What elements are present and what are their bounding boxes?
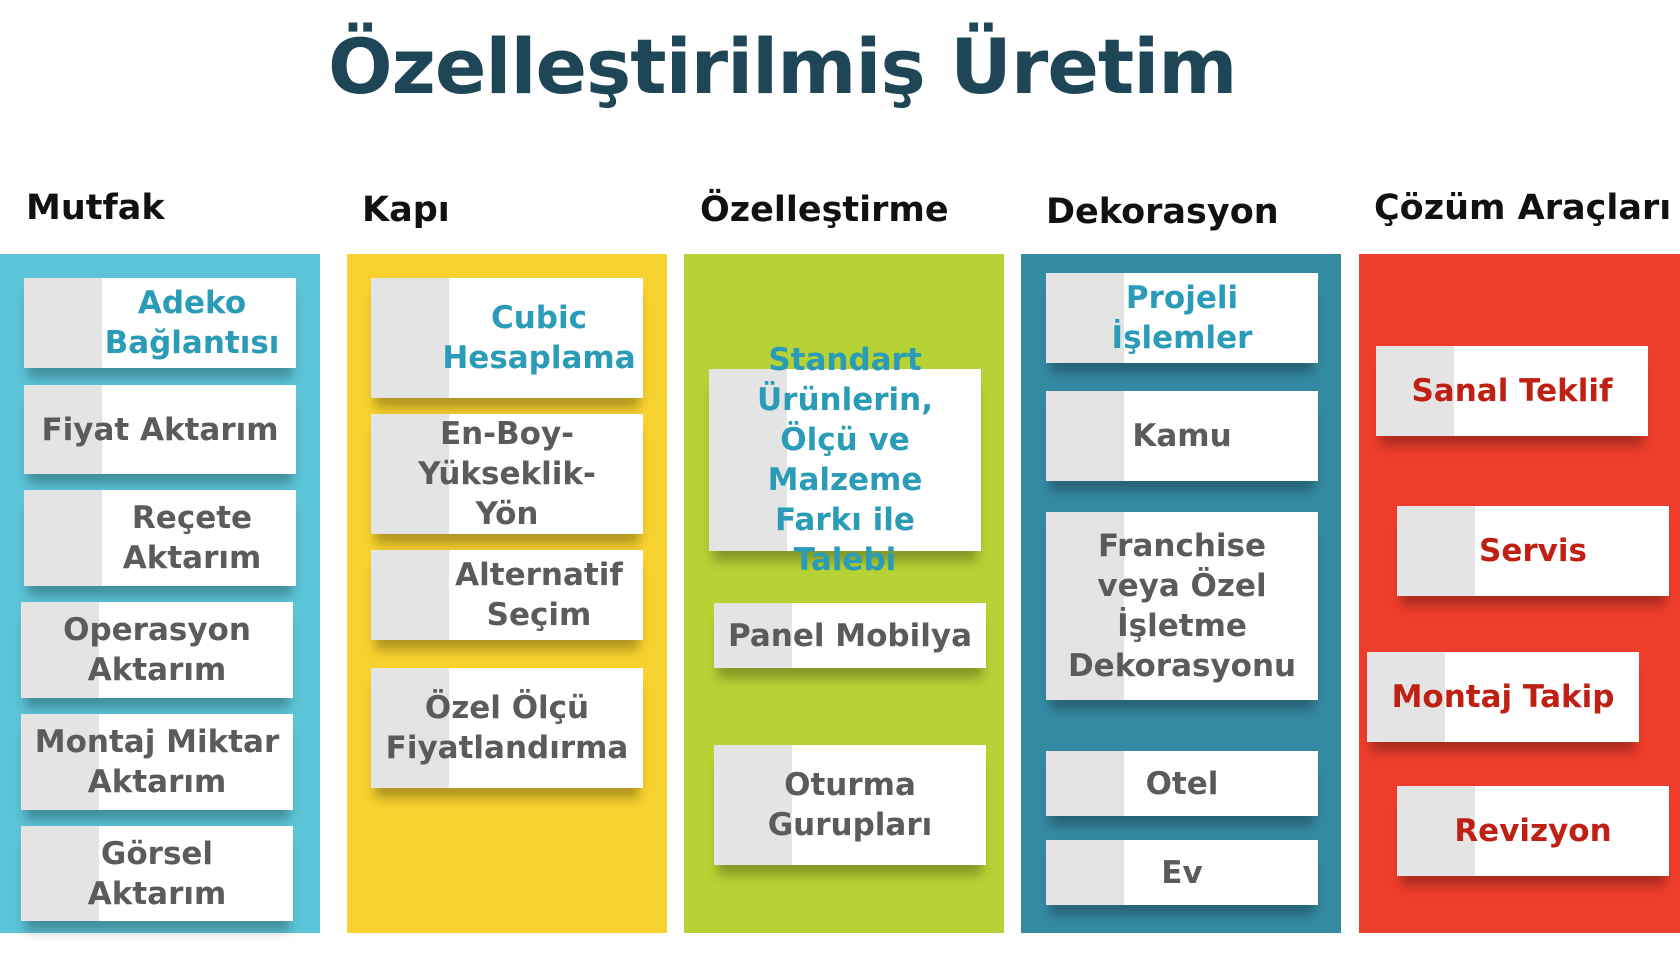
card-panel-mobilya[interactable]: Panel Mobilya bbox=[714, 603, 986, 668]
card-gorsel-aktarim[interactable]: Görsel Aktarım bbox=[21, 826, 293, 921]
card-franchise[interactable]: Franchise veya Özel İşletme Dekorasyonu bbox=[1046, 512, 1318, 700]
heading-kapi: Kapı bbox=[362, 190, 450, 230]
card-label: Alternatif Seçim bbox=[455, 557, 623, 633]
card-label: Görsel Aktarım bbox=[87, 835, 227, 912]
card-label: Revizyon bbox=[1454, 813, 1612, 849]
card-label: Özel Ölçü Fiyatlandırma bbox=[385, 690, 629, 766]
card-recete-aktarim[interactable]: Reçete Aktarım bbox=[24, 490, 296, 586]
card-en-boy-yukseklik-yon[interactable]: En-Boy-Yükseklik-Yön bbox=[371, 414, 643, 534]
card-label: Panel Mobilya bbox=[727, 617, 973, 654]
heading-ozellestirme: Özelleştirme bbox=[700, 190, 949, 230]
card-label: Otel bbox=[1145, 765, 1219, 802]
column-cozum-araclari: Sanal Teklif Servis Montaj Takip Revizyo… bbox=[1359, 254, 1680, 933]
card-label: Standart Ürünlerin, Ölçü ve Malzeme Fark… bbox=[756, 342, 933, 578]
card-label: Projeli İşlemler bbox=[1111, 280, 1253, 356]
heading-mutfak: Mutfak bbox=[26, 188, 165, 228]
card-sanal-teklif[interactable]: Sanal Teklif bbox=[1376, 346, 1648, 436]
card-montaj-takip[interactable]: Montaj Takip bbox=[1367, 652, 1639, 742]
card-label: En-Boy-Yükseklik-Yön bbox=[418, 416, 596, 532]
card-oturma-guruplari[interactable]: Oturma Gurupları bbox=[714, 745, 986, 865]
card-label: Montaj Takip bbox=[1391, 679, 1615, 715]
card-fiyat-aktarim[interactable]: Fiyat Aktarım bbox=[24, 385, 296, 474]
card-projeli-islemler[interactable]: Projeli İşlemler bbox=[1046, 273, 1318, 363]
column-kapi: Cubic Hesaplama En-Boy-Yükseklik-Yön Alt… bbox=[347, 254, 667, 933]
card-alternatif-secim[interactable]: Alternatif Seçim bbox=[371, 550, 643, 640]
card-label: Fiyat Aktarım bbox=[41, 411, 279, 448]
card-cubic-hesaplama[interactable]: Cubic Hesaplama bbox=[371, 278, 643, 398]
card-adeko-baglantisi[interactable]: Adeko Bağlantısı bbox=[24, 278, 296, 368]
card-label: Cubic Hesaplama bbox=[442, 300, 636, 376]
card-kamu[interactable]: Kamu bbox=[1046, 391, 1318, 481]
card-label: Servis bbox=[1479, 533, 1587, 569]
card-label: Adeko Bağlantısı bbox=[104, 285, 280, 361]
card-operasyon-aktarim[interactable]: Operasyon Aktarım bbox=[21, 602, 293, 698]
column-dekorasyon: Projeli İşlemler Kamu Franchise veya Öze… bbox=[1021, 254, 1341, 933]
card-label: Montaj Miktar Aktarım bbox=[34, 724, 280, 800]
column-ozellestirme: Standart Ürünlerin, Ölçü ve Malzeme Fark… bbox=[684, 254, 1004, 933]
heading-cozum-araclari: Çözüm Araçları bbox=[1374, 188, 1672, 228]
card-label: Oturma Gurupları bbox=[767, 767, 933, 843]
card-label: Reçete Aktarım bbox=[122, 500, 262, 576]
card-label: Kamu bbox=[1132, 418, 1232, 454]
card-revizyon[interactable]: Revizyon bbox=[1397, 786, 1669, 876]
page-title: Özelleştirilmiş Üretim bbox=[328, 22, 1237, 111]
column-mutfak: Adeko Bağlantısı Fiyat Aktarım Reçete Ak… bbox=[0, 254, 320, 933]
card-ozel-olcu-fiyatlandirma[interactable]: Özel Ölçü Fiyatlandırma bbox=[371, 668, 643, 788]
card-label: Operasyon Aktarım bbox=[63, 612, 251, 688]
heading-dekorasyon: Dekorasyon bbox=[1046, 192, 1279, 232]
card-label: Sanal Teklif bbox=[1411, 373, 1613, 409]
card-label: Franchise veya Özel İşletme Dekorasyonu bbox=[1067, 528, 1297, 684]
card-otel[interactable]: Otel bbox=[1046, 751, 1318, 816]
card-label: Ev bbox=[1161, 854, 1203, 891]
card-servis[interactable]: Servis bbox=[1397, 506, 1669, 596]
card-montaj-miktar-aktarim[interactable]: Montaj Miktar Aktarım bbox=[21, 714, 293, 810]
card-ev[interactable]: Ev bbox=[1046, 840, 1318, 905]
card-standart-urunler[interactable]: Standart Ürünlerin, Ölçü ve Malzeme Fark… bbox=[709, 342, 981, 578]
